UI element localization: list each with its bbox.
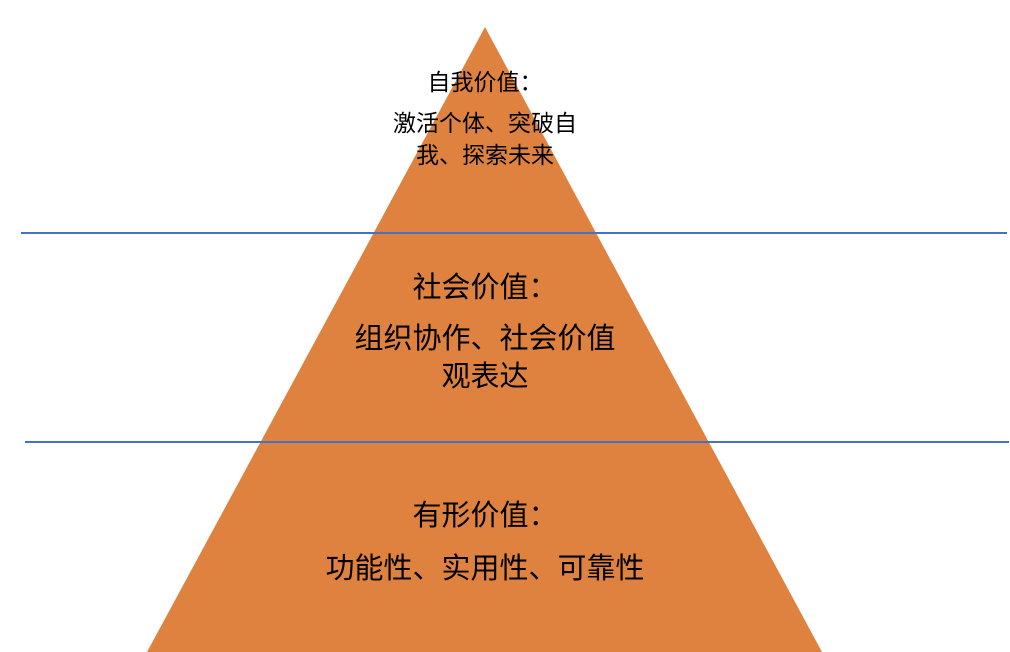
tier-desc-line: 激活个体、突破自 xyxy=(393,110,577,137)
tier-bottom-tangible-value: 有形价值： 功能性、实用性、可靠性 xyxy=(285,498,685,587)
divider-line-bottom xyxy=(25,441,1009,443)
tier-desc-line: 功能性、实用性、可靠性 xyxy=(325,550,645,585)
tier-desc-line: 观表达 xyxy=(441,358,529,393)
divider-line-top xyxy=(21,232,1007,234)
tier-desc-line: 我、探索未来 xyxy=(416,142,554,169)
tier-desc-line: 组织协作、社会价值 xyxy=(354,320,616,355)
tier-middle-social-value: 社会价值： 组织协作、社会价值 观表达 xyxy=(305,270,665,395)
pyramid-triangle xyxy=(147,27,822,652)
tier-title: 社会价值： xyxy=(412,270,558,304)
tier-title: 有形价值： xyxy=(412,498,558,532)
tier-title: 自我价值： xyxy=(427,70,543,96)
tier-top-self-value: 自我价值： 激活个体、突破自 我、探索未来 xyxy=(330,70,640,172)
